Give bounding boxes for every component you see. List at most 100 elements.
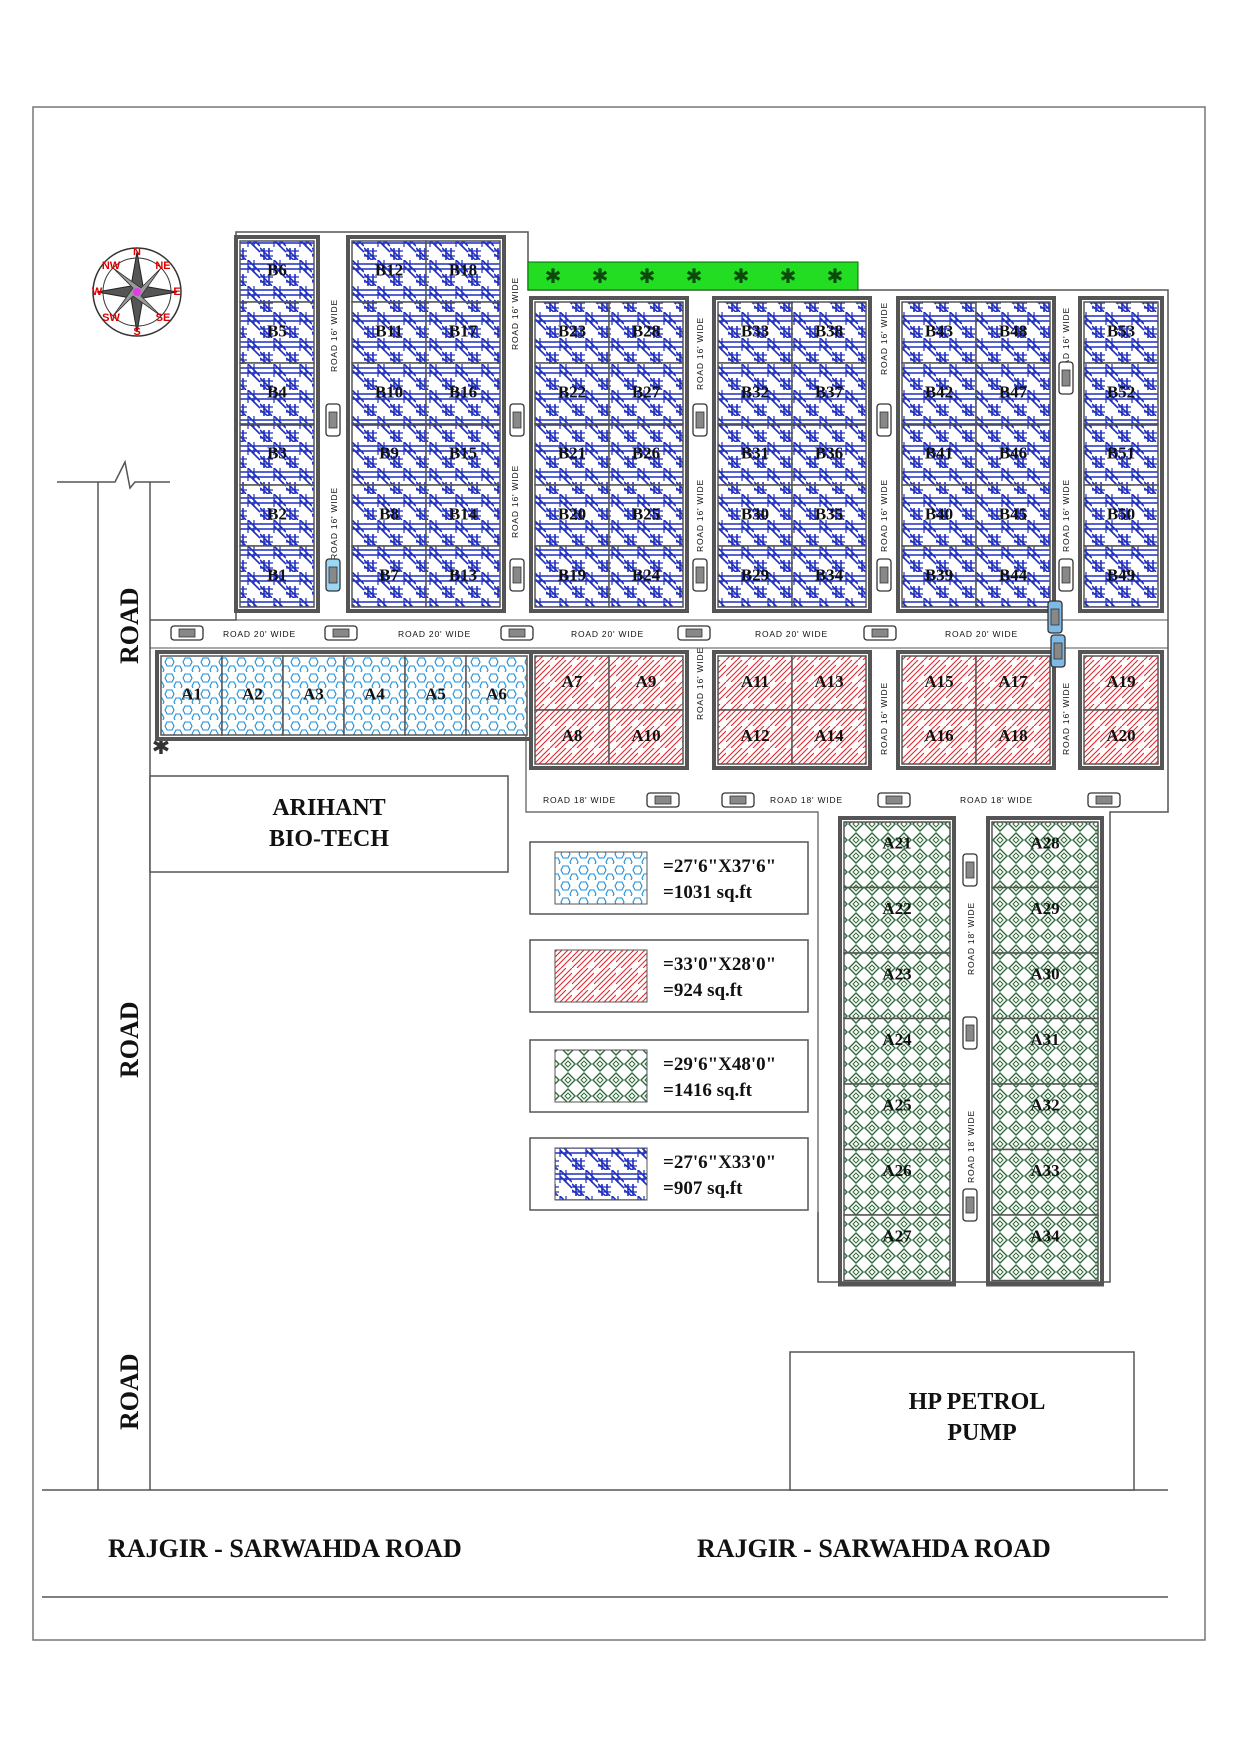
plot[interactable]: A13 [791,655,867,711]
plot[interactable]: B43 [901,301,977,364]
plot[interactable]: B36 [791,423,867,486]
plot[interactable]: B1 [239,545,315,608]
plot[interactable]: A28 [991,821,1099,889]
plot[interactable]: B15 [425,423,501,486]
plot[interactable]: A5 [404,655,467,736]
plot[interactable]: A18 [975,709,1051,765]
plot[interactable]: B52 [1083,362,1159,425]
legend-swatch [554,1147,648,1201]
plot[interactable]: B29 [717,545,793,608]
plot[interactable]: B10 [351,362,427,425]
plot-label: B3 [267,443,287,462]
plot[interactable]: A30 [991,952,1099,1020]
plot[interactable]: A25 [843,1083,951,1151]
plot[interactable]: A24 [843,1017,951,1085]
plot[interactable]: B39 [901,545,977,608]
plot[interactable]: B30 [717,484,793,547]
plot[interactable]: A32 [991,1083,1099,1151]
plot[interactable]: B28 [608,301,684,364]
plot[interactable]: B32 [717,362,793,425]
plot[interactable]: A4 [343,655,406,736]
plot[interactable]: A22 [843,886,951,954]
plot[interactable]: B37 [791,362,867,425]
plot[interactable]: A23 [843,952,951,1020]
plot[interactable]: B53 [1083,301,1159,364]
plot[interactable]: A6 [465,655,528,736]
plot[interactable]: A33 [991,1148,1099,1216]
plot[interactable]: A31 [991,1017,1099,1085]
plot[interactable]: A27 [843,1214,951,1282]
plot[interactable]: B33 [717,301,793,364]
plot[interactable]: B9 [351,423,427,486]
plot[interactable]: A19 [1083,655,1159,711]
plot[interactable]: B24 [608,545,684,608]
plot[interactable]: B22 [534,362,610,425]
plot-label: A22 [882,899,911,918]
plot[interactable]: A29 [991,886,1099,954]
plot[interactable]: B45 [975,484,1051,547]
plot[interactable]: B38 [791,301,867,364]
plot[interactable]: B3 [239,423,315,486]
plot[interactable]: B51 [1083,423,1159,486]
compass-s: S [133,326,140,338]
plot[interactable]: B23 [534,301,610,364]
plot[interactable]: B18 [425,240,501,303]
plot[interactable]: A11 [717,655,793,711]
plot[interactable]: B4 [239,362,315,425]
plot[interactable]: B21 [534,423,610,486]
plot[interactable]: B44 [975,545,1051,608]
tree-icon: ✱ [780,264,797,288]
plot[interactable]: A3 [282,655,345,736]
plot[interactable]: B27 [608,362,684,425]
road-16-label: ROAD 16' WIDE [695,647,705,720]
plot[interactable]: B41 [901,423,977,486]
plot-label: B47 [999,382,1028,401]
plot[interactable]: B47 [975,362,1051,425]
plot[interactable]: B25 [608,484,684,547]
plot[interactable]: A15 [901,655,977,711]
plot[interactable]: B19 [534,545,610,608]
plot[interactable]: A8 [534,709,610,765]
plot[interactable]: A1 [160,655,223,736]
plot[interactable]: B46 [975,423,1051,486]
plot[interactable]: B12 [351,240,427,303]
plot[interactable]: B26 [608,423,684,486]
plot[interactable]: B13 [425,545,501,608]
plot[interactable]: B42 [901,362,977,425]
hp-petrol-pump-box [789,1351,1135,1491]
plot[interactable]: B34 [791,545,867,608]
plot[interactable]: B11 [351,301,427,364]
plot-label: B14 [449,504,478,523]
plot[interactable]: A20 [1083,709,1159,765]
plot[interactable]: A17 [975,655,1051,711]
plot-label: A3 [303,684,324,703]
plot-label: B20 [558,504,586,523]
plot[interactable]: B7 [351,545,427,608]
plot[interactable]: B6 [239,240,315,303]
plot[interactable]: A10 [608,709,684,765]
plot[interactable]: B5 [239,301,315,364]
plot[interactable]: B31 [717,423,793,486]
plot[interactable]: B14 [425,484,501,547]
plot[interactable]: B8 [351,484,427,547]
plot[interactable]: B20 [534,484,610,547]
plot[interactable]: B35 [791,484,867,547]
plot[interactable]: A16 [901,709,977,765]
plot[interactable]: A14 [791,709,867,765]
plot[interactable]: A21 [843,821,951,889]
car-icon [324,625,358,641]
plot[interactable]: A26 [843,1148,951,1216]
plot[interactable]: B40 [901,484,977,547]
plot[interactable]: A12 [717,709,793,765]
plot[interactable]: B49 [1083,545,1159,608]
plot[interactable]: A7 [534,655,610,711]
plot[interactable]: A34 [991,1214,1099,1282]
plot[interactable]: A9 [608,655,684,711]
plot[interactable]: B48 [975,301,1051,364]
plot[interactable]: A2 [221,655,284,736]
plot[interactable]: B50 [1083,484,1159,547]
road-18-label: ROAD 18' WIDE [966,1110,976,1183]
plot[interactable]: B2 [239,484,315,547]
plot[interactable]: B17 [425,301,501,364]
plot[interactable]: B16 [425,362,501,425]
